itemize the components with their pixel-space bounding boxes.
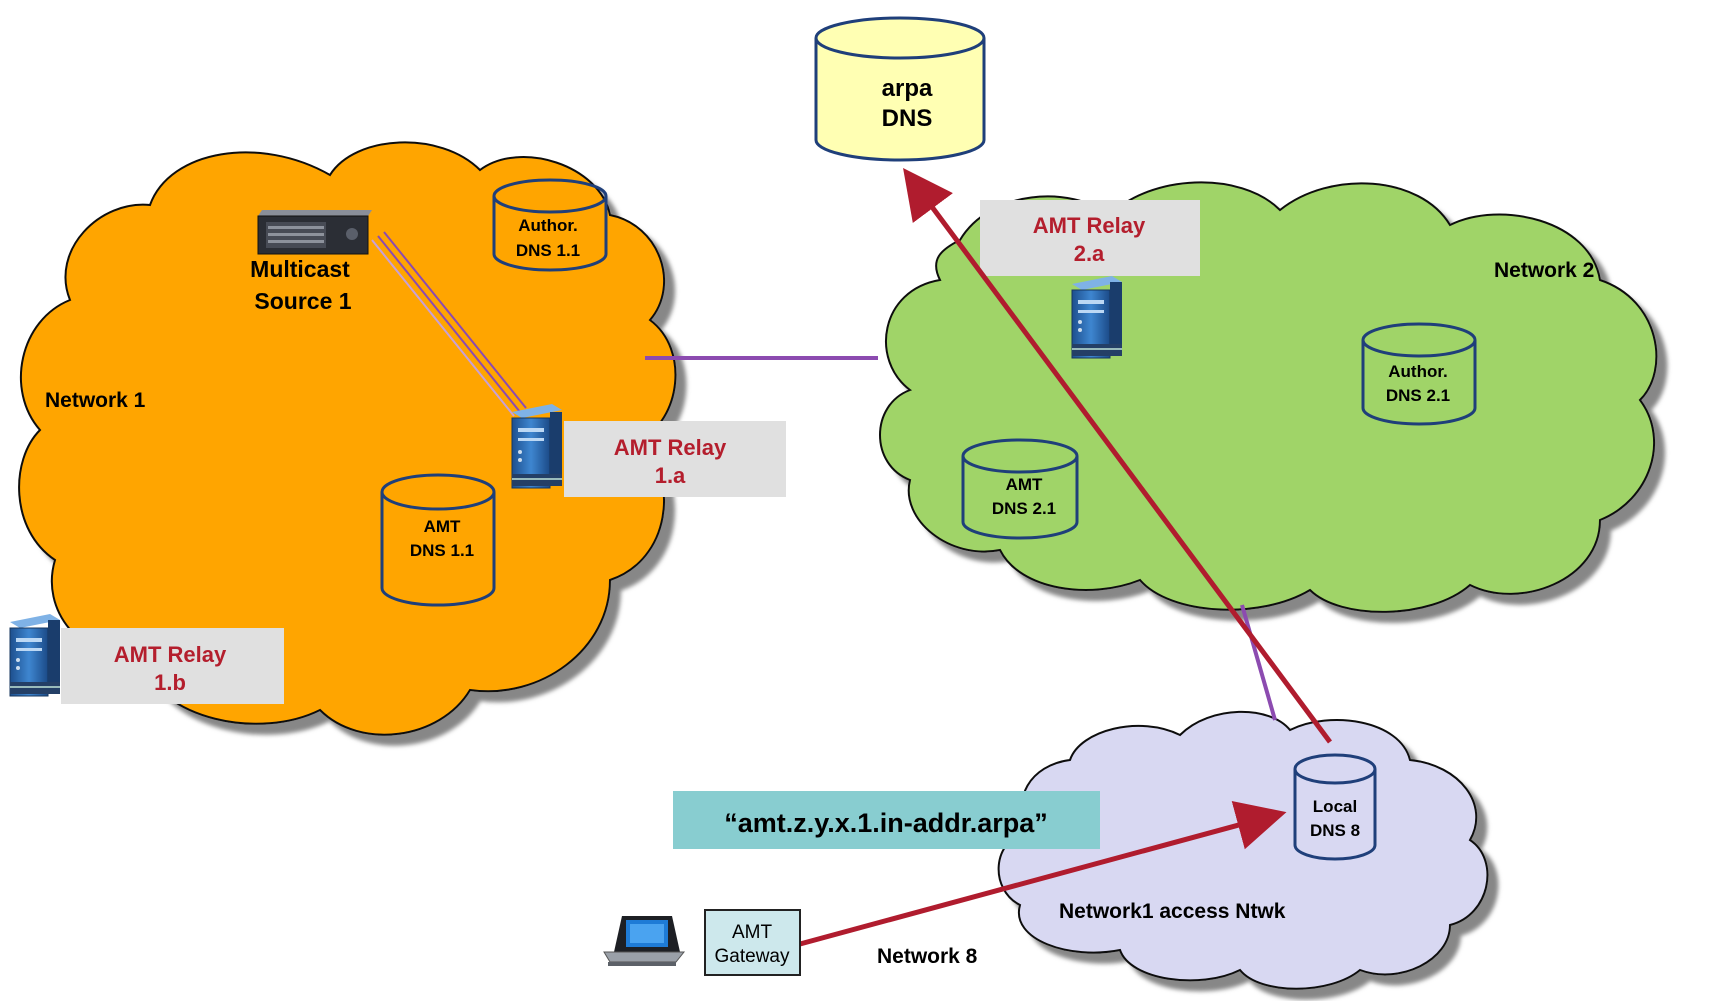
author-dns-1-1-line1: Author. bbox=[518, 216, 578, 235]
relay-1a-line2: 1.a bbox=[655, 463, 686, 488]
multicast-source-line1: Multicast bbox=[250, 256, 350, 282]
server-tower-icon bbox=[9, 614, 60, 697]
relay-2a-line2: 2.a bbox=[1074, 241, 1105, 266]
amt-dns-2-1-line1: AMT bbox=[1006, 475, 1043, 494]
dns-query-text: “amt.z.y.x.1.in-addr.arpa” bbox=[724, 808, 1048, 838]
multicast-source: Multicast Source 1 bbox=[250, 210, 372, 314]
network1-cloud bbox=[18, 141, 677, 736]
access-network-cloud bbox=[997, 710, 1489, 990]
relay-2a-label: AMT Relay 2.a bbox=[980, 200, 1200, 276]
local-dns-8-line1: Local bbox=[1313, 797, 1357, 816]
network-1-label: Network 1 bbox=[45, 389, 146, 412]
relay-1b-label: AMT Relay 1.b bbox=[61, 628, 284, 704]
local-dns-8-line2: DNS 8 bbox=[1310, 821, 1360, 840]
relay-1b-line1: AMT Relay bbox=[114, 642, 227, 667]
amt-dns-2-1: AMT DNS 2.1 bbox=[961, 438, 1079, 540]
access-network-label: Network1 access Ntwk bbox=[1059, 900, 1286, 923]
amt-gateway: AMT Gateway bbox=[603, 909, 801, 976]
gateway-line1: AMT bbox=[732, 922, 773, 943]
author-dns-2-1-line1: Author. bbox=[1388, 362, 1448, 381]
dns-query-arrows bbox=[799, 167, 1333, 947]
relay-2a-server bbox=[1071, 276, 1122, 359]
amt-dns-1-1: AMT DNS 1.1 bbox=[380, 473, 496, 607]
rack-server-icon bbox=[257, 210, 372, 255]
server-tower-icon bbox=[511, 404, 562, 489]
multicast-source-line2: Source 1 bbox=[254, 288, 351, 314]
relay-1b-line2: 1.b bbox=[154, 670, 186, 695]
author-dns-1-1: Author. DNS 1.1 bbox=[492, 178, 608, 272]
gateway-line2: Gateway bbox=[715, 946, 790, 967]
laptop-icon bbox=[603, 916, 686, 966]
relay-2a-line1: AMT Relay bbox=[1033, 213, 1146, 238]
network-8-label: Network 8 bbox=[877, 945, 978, 968]
author-dns-2-1: Author. DNS 2.1 bbox=[1361, 322, 1477, 426]
amt-dns-2-1-line2: DNS 2.1 bbox=[992, 499, 1056, 518]
relay-1b-server bbox=[9, 614, 60, 697]
link-lines bbox=[371, 231, 1277, 721]
relay-1a-server bbox=[511, 404, 562, 489]
gateway-to-local-dns-arrow bbox=[799, 801, 1287, 947]
relay-1a-label: AMT Relay 1.a bbox=[564, 421, 786, 497]
server-tower-icon bbox=[1071, 276, 1122, 359]
relay2a-access-link bbox=[1240, 604, 1277, 721]
amt-dns-1-1-line1: AMT bbox=[424, 517, 461, 536]
dns-query-label: “amt.z.y.x.1.in-addr.arpa” bbox=[673, 791, 1100, 849]
author-dns-2-1-line2: DNS 2.1 bbox=[1386, 386, 1450, 405]
local-dns-to-arpa-arrow bbox=[903, 167, 1333, 744]
local-dns-8: Local DNS 8 bbox=[1293, 753, 1377, 861]
amt-dns-1-1-line2: DNS 1.1 bbox=[410, 541, 474, 560]
arpa-dns: arpa DNS bbox=[814, 16, 986, 162]
arpa-dns-line2: DNS bbox=[882, 105, 933, 132]
arpa-dns-line1: arpa bbox=[882, 75, 933, 102]
relay-1a-line1: AMT Relay bbox=[614, 435, 727, 460]
multicast-source-link bbox=[371, 231, 527, 417]
network-2-label: Network 2 bbox=[1494, 259, 1594, 282]
author-dns-1-1-line2: DNS 1.1 bbox=[516, 241, 580, 260]
